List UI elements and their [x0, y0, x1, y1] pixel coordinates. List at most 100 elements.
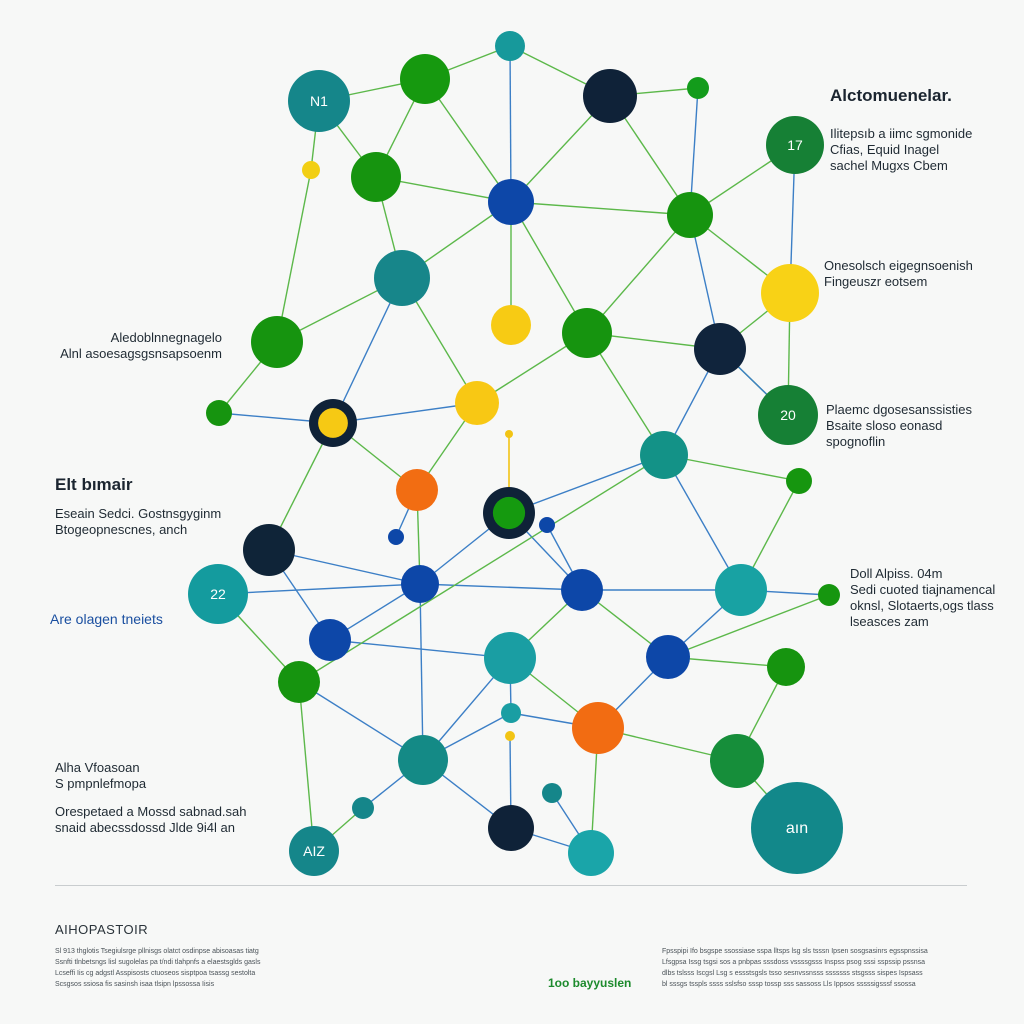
node-circle: [352, 797, 374, 819]
node-circle: [351, 152, 401, 202]
left-title: Elt bımair: [55, 475, 133, 494]
node-n31: [715, 564, 767, 616]
node-n41: [542, 783, 562, 803]
node-circle: [251, 316, 303, 368]
node-circle: [398, 735, 448, 785]
node-label: 22: [210, 586, 226, 602]
footer-left-text: Sl 913 thglotis Tsegiulsrge pllnisgs ola…: [55, 948, 261, 988]
node-circle: [640, 431, 688, 479]
node-circle: [501, 703, 521, 723]
node-n48: [501, 703, 521, 723]
node-n7: [302, 161, 320, 179]
node-n40: [352, 797, 374, 819]
node-n21: [640, 431, 688, 479]
node-circle: [188, 564, 248, 624]
node-n25: [243, 524, 295, 576]
right-bottom-annotation: Doll Alpiss. 04m Sedi cuoted tiajnamenca…: [850, 566, 996, 629]
edge-n21-n23: [508, 454, 665, 514]
top-right-title: Alctomuenelar.: [830, 86, 952, 105]
edge-n28-n38: [419, 583, 424, 761]
edge-n9-n16: [510, 201, 588, 334]
node-circle: [667, 192, 713, 238]
node-circle: [710, 734, 764, 788]
node-circle: [374, 250, 430, 306]
node-n17: [206, 400, 232, 426]
left-mid-annotation: Aledoblnnegnagelo Alnl asoesagsgsnsapsoe…: [60, 330, 222, 361]
node-n42: AIZ: [289, 826, 339, 876]
node-n33: [278, 661, 320, 703]
node-n12: [761, 264, 819, 322]
node-circle: [401, 565, 439, 603]
node-n29: 22: [188, 564, 248, 624]
edge-n33-n42: [298, 681, 315, 852]
node-circle: [572, 702, 624, 754]
node-n45: aın: [751, 782, 843, 874]
node-n37: [505, 731, 515, 741]
left-blue-label: Are olagen tneiets: [50, 611, 163, 627]
edge-n32-n35: [329, 639, 511, 659]
node-n23: [483, 487, 535, 539]
left-description: Eseain Sedci. Gostnsgyginm Btogeopnescne…: [55, 506, 222, 537]
node-circle: [243, 524, 295, 576]
node-label: 20: [780, 407, 796, 423]
node-n11: [374, 250, 430, 306]
node-n3: [400, 54, 450, 104]
node-label: 17: [787, 137, 803, 153]
node-circle: [309, 619, 351, 661]
node-n38: [398, 735, 448, 785]
node-n18: [309, 399, 357, 447]
node-core: [318, 408, 348, 438]
footer-divider: [55, 885, 967, 886]
edge-n9-n10: [510, 201, 691, 216]
node-n2: N1: [288, 70, 350, 132]
edge-n18-n19: [332, 402, 478, 424]
edge-n29-n28: [217, 583, 421, 595]
yellow-stem-dot: [505, 430, 513, 438]
node-circle: [542, 783, 562, 803]
edge-n7-n14: [276, 169, 312, 343]
node-n19: [455, 381, 499, 425]
node-circle: [491, 305, 531, 345]
node-n6: 17: [766, 116, 824, 174]
node-label: N1: [310, 93, 328, 109]
node-circle: [687, 77, 709, 99]
node-n8: [351, 152, 401, 202]
node-circle: [484, 632, 536, 684]
edge-n21-n33: [298, 454, 665, 683]
footer-right-text: Fpsspipi Ifo bsgspe ssossiase sspa lltsp…: [662, 948, 928, 988]
node-circle: [278, 661, 320, 703]
node-n20: 20: [758, 385, 818, 445]
node-n32: [309, 619, 351, 661]
node-circle: [400, 54, 450, 104]
footer-title: AIHOPASTOIR: [55, 922, 149, 937]
node-n14: [251, 316, 303, 368]
node-circle: [715, 564, 767, 616]
edge-n10-n16: [586, 214, 691, 334]
node-circle: [818, 584, 840, 606]
node-n16: [562, 308, 612, 358]
footer-center-text: 1oo bayyuslen: [548, 976, 632, 990]
edge-n47-n46: [667, 594, 830, 658]
node-circle: [583, 69, 637, 123]
node-circle: [206, 400, 232, 426]
node-n46: [646, 635, 690, 679]
node-circle: [488, 179, 534, 225]
node-n28: [401, 565, 439, 603]
node-n5: [687, 77, 709, 99]
node-circle: [388, 529, 404, 545]
node-circle: [539, 517, 555, 533]
node-n34: [767, 648, 805, 686]
right-lower-annotation: Plaemc dgosesanssisties Bsaite sloso eon…: [826, 402, 972, 449]
node-circle: [505, 731, 515, 741]
node-n36: [572, 702, 624, 754]
node-n26: [388, 529, 404, 545]
edge-n28-n30: [419, 583, 583, 591]
node-n4: [583, 69, 637, 123]
node-circle: [568, 830, 614, 876]
node-circle: [288, 70, 350, 132]
node-core: [492, 496, 526, 530]
left-bottom-annotation-a: Alha Vfoasoan S pmpnlefmopa: [55, 760, 147, 791]
node-circle: [561, 569, 603, 611]
